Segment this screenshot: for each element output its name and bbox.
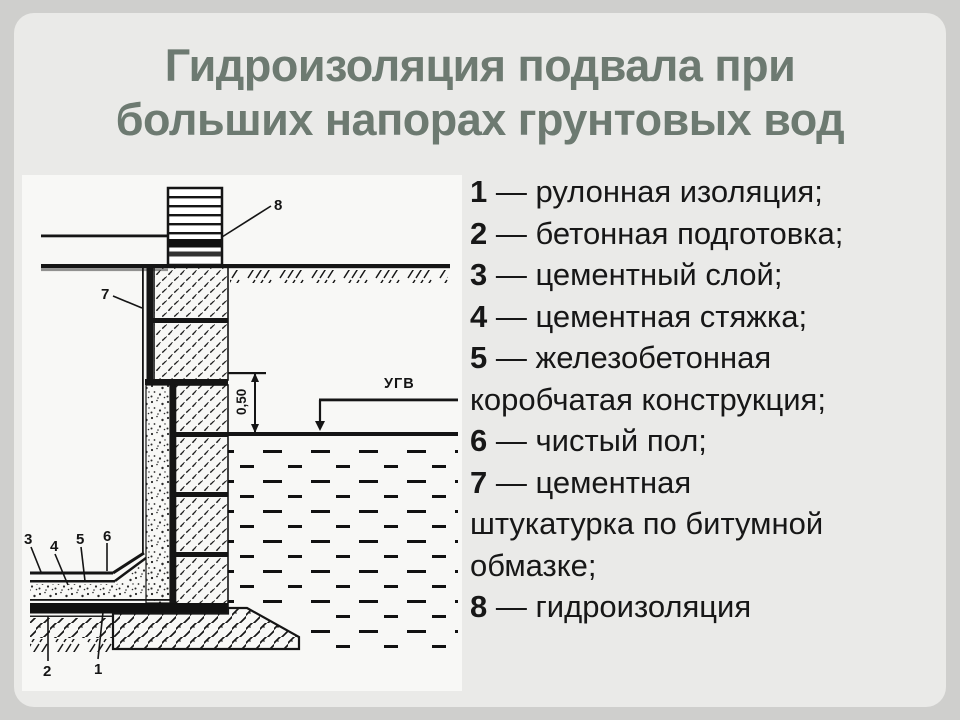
title-line-1: Гидроизоляция подвала при [164, 40, 796, 91]
legend-item: 5 — железобетонная [470, 340, 772, 375]
legend-item: 2 — бетонная подготовка; [470, 215, 844, 251]
callout-6: 6 [103, 528, 111, 545]
dimension-label: 0,50 [234, 389, 249, 415]
groundwater: УГВ [228, 376, 458, 653]
legend-list: 1 — рулонная изоляция; 2 — бетонная подго… [470, 171, 942, 628]
callout-labels: 8 7 3 4 5 6 2 1 [24, 197, 282, 680]
legend-item: штукатурка по битумной [470, 506, 824, 541]
callouts [30, 205, 272, 661]
callout-4: 4 [50, 538, 59, 555]
legend-item: 6 — чистый пол; [470, 423, 707, 458]
slide-card: Гидроизоляция подвала при больших напора… [14, 13, 946, 707]
legend-item: 8 — гидроизоляция [470, 589, 752, 624]
legend-item-number: 6 [470, 423, 488, 458]
footing [111, 606, 301, 651]
legend-item: 7 — цементная [470, 464, 692, 500]
legend-item-number: 5 [470, 340, 488, 375]
callout-7: 7 [101, 286, 109, 303]
callout-8: 8 [274, 197, 282, 214]
diagram-panel: УГВ 0,50 8 [22, 175, 462, 691]
legend-item: 1 — рулонная изоляция; [470, 174, 823, 209]
callout-1: 1 [94, 661, 102, 678]
basement-wall [142, 266, 229, 609]
brick-pillar [166, 186, 224, 267]
water-level-label: УГВ [384, 376, 415, 392]
construction-diagram: УГВ 0,50 8 [24, 186, 458, 680]
legend-item: коробчатая конструкция; [470, 381, 826, 417]
callout-5: 5 [76, 531, 84, 548]
legend-item: обмазке; [470, 547, 597, 583]
legend-item-number: 3 [470, 257, 488, 292]
legend-item-number: 4 [470, 298, 488, 334]
callout-2: 2 [43, 663, 51, 680]
legend-item: 3 — цементный слой; [470, 257, 783, 292]
title-line-2: больших напорах грунтовых вод [115, 94, 845, 145]
legend-item-number: 8 [470, 589, 488, 624]
legend-item-number: 7 [470, 464, 488, 500]
floor-layers [30, 551, 228, 652]
callout-3: 3 [24, 531, 32, 548]
legend-item-number: 2 [470, 215, 488, 251]
legend-item: 4 — цементная стяжка; [470, 298, 808, 334]
legend-item-number: 1 [470, 174, 488, 209]
ground-surface [41, 234, 450, 283]
page-title: Гидроизоляция подвала при больших напора… [14, 39, 946, 147]
dimension-050: 0,50 [228, 372, 266, 433]
